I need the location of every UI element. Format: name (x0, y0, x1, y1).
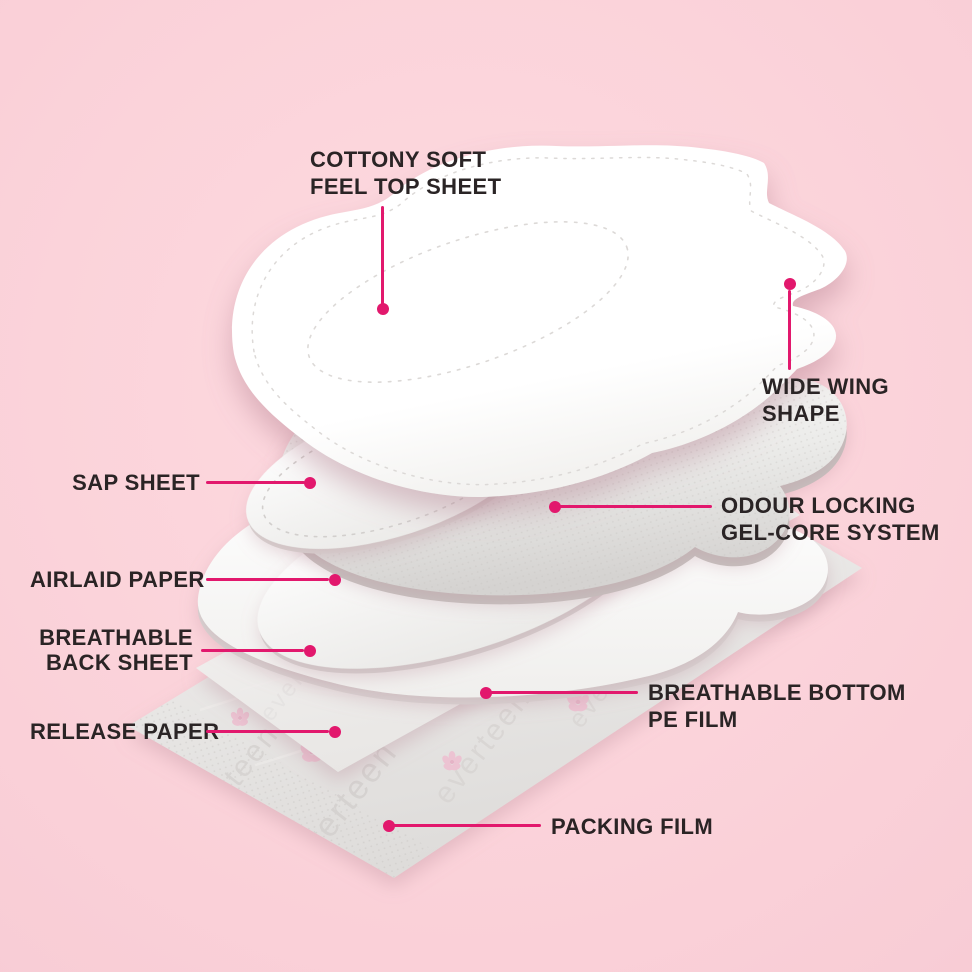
sap-sheet-label-line1: SAP SHEET (72, 470, 200, 495)
pe-film-label: BREATHABLE BOTTOM PE FILM (648, 679, 906, 733)
back-sheet-label-line2: BACK SHEET (45, 650, 193, 675)
top-sheet-callout-line (381, 206, 384, 306)
sap-sheet-label: SAP SHEET (30, 469, 200, 496)
wide-wing-label-line1: WIDE WING (762, 374, 890, 399)
airlaid-paper-callout-line (206, 578, 329, 581)
gel-core-label-line2: GEL-CORE SYSTEM (721, 520, 940, 545)
packing-film-callout-line (389, 824, 541, 827)
sap-sheet-callout-dot (304, 477, 316, 489)
wide-wing-callout-dot (784, 278, 796, 290)
top-sheet-callout-dot (377, 303, 389, 315)
top-sheet-label: COTTONY SOFT FEEL TOP SHEET (310, 146, 501, 200)
airlaid-paper-label: AIRLAID PAPER (30, 566, 205, 593)
top-sheet-label-line1: COTTONY SOFT (310, 147, 487, 172)
gel-core-callout-line (555, 505, 712, 508)
packing-film-label-line1: PACKING FILM (551, 814, 714, 839)
pe-film-callout-line (486, 691, 638, 694)
back-sheet-label: BREATHABLE BACK SHEET (30, 625, 193, 675)
airlaid-paper-label-line1: AIRLAID PAPER (30, 567, 205, 592)
sap-sheet-callout-line (206, 481, 305, 484)
gel-core-label: ODOUR LOCKING GEL-CORE SYSTEM (721, 492, 940, 546)
wide-wing-callout-line (788, 290, 791, 370)
wide-wing-label: WIDE WING SHAPE (762, 373, 889, 427)
release-paper-callout-dot (329, 726, 341, 738)
wide-wing-label-line2: SHAPE (762, 401, 840, 426)
packing-film-label: PACKING FILM (551, 813, 713, 840)
release-paper-label: RELEASE PAPER (30, 718, 220, 745)
airlaid-paper-callout-dot (329, 574, 341, 586)
top-sheet-layer (232, 145, 847, 498)
pe-film-label-line1: BREATHABLE BOTTOM (648, 680, 906, 705)
pe-film-label-line2: PE FILM (648, 707, 738, 732)
release-paper-label-line1: RELEASE PAPER (30, 719, 220, 744)
back-sheet-label-line1: BREATHABLE (39, 625, 193, 650)
release-paper-callout-line (206, 730, 329, 733)
gel-core-label-line1: ODOUR LOCKING (721, 493, 916, 518)
top-sheet-label-line2: FEEL TOP SHEET (310, 174, 502, 199)
back-sheet-callout-dot (304, 645, 316, 657)
back-sheet-callout-line (201, 649, 304, 652)
